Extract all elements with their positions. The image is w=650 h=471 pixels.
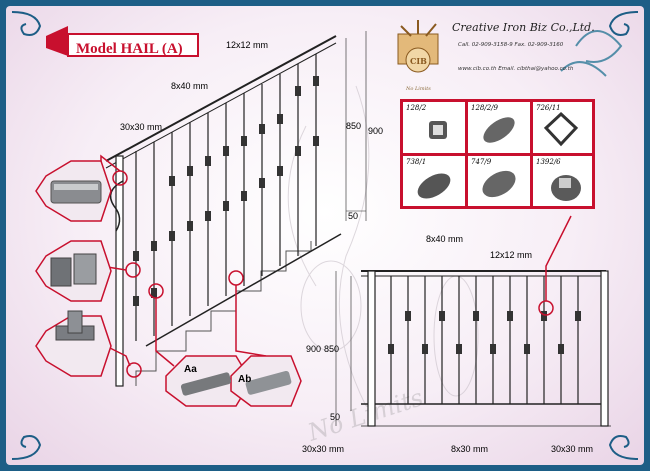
model-badge: [46, 26, 199, 57]
dim-bottom-bar-flat: 8x30 mm: [451, 444, 489, 454]
dim-top-bar: 12x12 mm: [226, 40, 269, 50]
part-code-1: 128/2: [406, 104, 427, 112]
logo: [397, 20, 439, 73]
part-code-4: 738/1: [406, 158, 427, 166]
dim-handrail-flat: 8x40 mm: [426, 234, 464, 244]
part-code-5: 747/9: [471, 158, 492, 166]
ornament: [560, 30, 623, 77]
corner-swirl-tr: [608, 11, 639, 36]
callouts: [100, 154, 572, 378]
dim-post-stair: 30x30 mm: [120, 122, 163, 132]
dim-height-inner-flat: 850: [324, 344, 340, 354]
detail-label-b: Ab: [238, 374, 252, 385]
dim-base-gap-flat: 50: [330, 412, 341, 422]
corner-swirl-tl: [11, 11, 42, 36]
part-code-3: 726/11: [536, 104, 561, 112]
dim-height-outer-flat: 900: [306, 344, 322, 354]
hex-parts: [50, 180, 292, 396]
logo-text: CIB: [410, 56, 427, 66]
corner-swirl-bl: [11, 435, 42, 460]
dim-handrail-stair: 8x40 mm: [171, 81, 209, 91]
logo-subtitle: No Limits: [406, 86, 431, 92]
parts-table: [400, 99, 595, 209]
dim-post-flat-left: 30x30 mm: [302, 444, 345, 454]
part-code-2: 128/2/9: [471, 104, 498, 112]
drawing: [11, 11, 639, 460]
dim-height-outer-stair: 900: [368, 126, 384, 136]
model-label: Model HAIL (A): [76, 41, 183, 57]
detail-label-a: Aa: [184, 364, 197, 375]
company-phone: Call. 02-909-3158-9 Fax. 02-909-3160: [458, 42, 564, 48]
stair-railing: [105, 31, 367, 387]
flat-railing: [335, 270, 611, 427]
canvas: No Limits: [6, 6, 644, 465]
dim-top-bar-flat: 12x12 mm: [490, 250, 533, 260]
corner-swirl-br: [608, 435, 639, 460]
dim-height-inner-stair: 850: [346, 121, 362, 131]
dim-post-flat-right: 30x30 mm: [551, 444, 594, 454]
dim-base-gap-stair: 50: [348, 211, 359, 221]
part-code-6: 1392/6: [536, 158, 561, 166]
company-name: Creative Iron Biz Co.,Ltd.: [452, 21, 595, 34]
company-web: www.cib.co.th Email. cibthai@yahoo.co.th: [458, 66, 574, 72]
